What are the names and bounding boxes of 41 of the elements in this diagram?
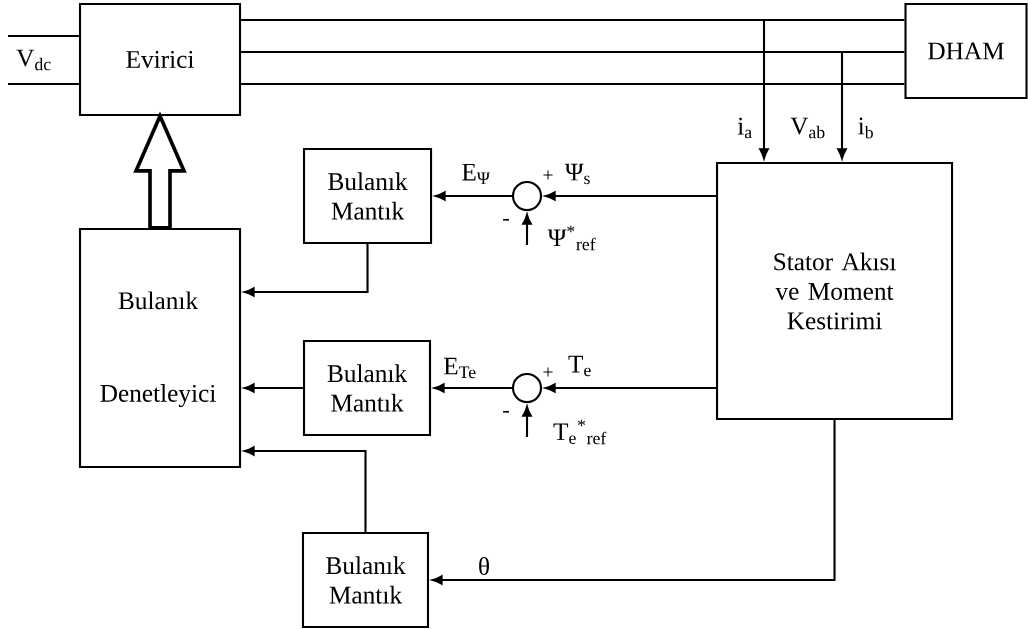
arrow: [244, 383, 303, 393]
arrow: [837, 52, 847, 159]
signal-label: V$_{ab}$: [790, 117, 825, 139]
fuzzy-logic-box: Bulanık Mantık: [302, 147, 433, 245]
wire-line: [241, 18, 905, 22]
edge-label: T$_{e}$*ref: [551, 418, 609, 446]
arrow: [244, 446, 367, 532]
wire-line: [241, 50, 905, 54]
arrow: [522, 213, 532, 245]
arrow: [431, 420, 836, 585]
edge-label: Ψ$^{*}$ref: [546, 224, 598, 252]
controller-box: Bulanık Denetleyici: [78, 227, 242, 469]
arrow: [545, 383, 716, 393]
motor-box: DHAM: [904, 2, 1028, 100]
plus-sign: +: [543, 367, 553, 377]
summing-junction: [511, 180, 543, 212]
edge-label: i$_{a}$: [735, 116, 755, 140]
arrow: [435, 191, 512, 201]
fuzzy-logic-box: Bulanık Mantık: [302, 339, 432, 437]
inverter-box: Evirici: [78, 2, 242, 117]
arrow: [244, 244, 369, 297]
minus-sign: -: [503, 218, 509, 221]
wire-line: [8, 34, 79, 38]
edge-label: θ: [476, 555, 492, 577]
voltage-label: V$_{dc}$: [16, 49, 51, 71]
edge-label: T$_{e}$: [566, 354, 594, 378]
estimator-box: Stator Akısı ve Moment Kestirimi: [715, 161, 954, 421]
arrow: [759, 20, 769, 159]
edge-label: Ψ$_{s}$: [563, 162, 593, 186]
minus-sign: -: [503, 410, 509, 413]
plus-sign: +: [543, 170, 553, 180]
arrow: [434, 383, 512, 393]
arrow: [545, 191, 716, 201]
wire-line: [8, 82, 79, 86]
edge-label: E$_{Te}$: [441, 356, 479, 380]
edge-label: E$_{Ψ}$: [460, 162, 493, 186]
wire-line: [241, 82, 905, 86]
edge-label: i$_{b}$: [856, 116, 876, 140]
summing-junction: [511, 372, 543, 404]
arrow: [522, 406, 532, 437]
fuzzy-logic-box: Bulanık Mantık: [301, 531, 430, 629]
